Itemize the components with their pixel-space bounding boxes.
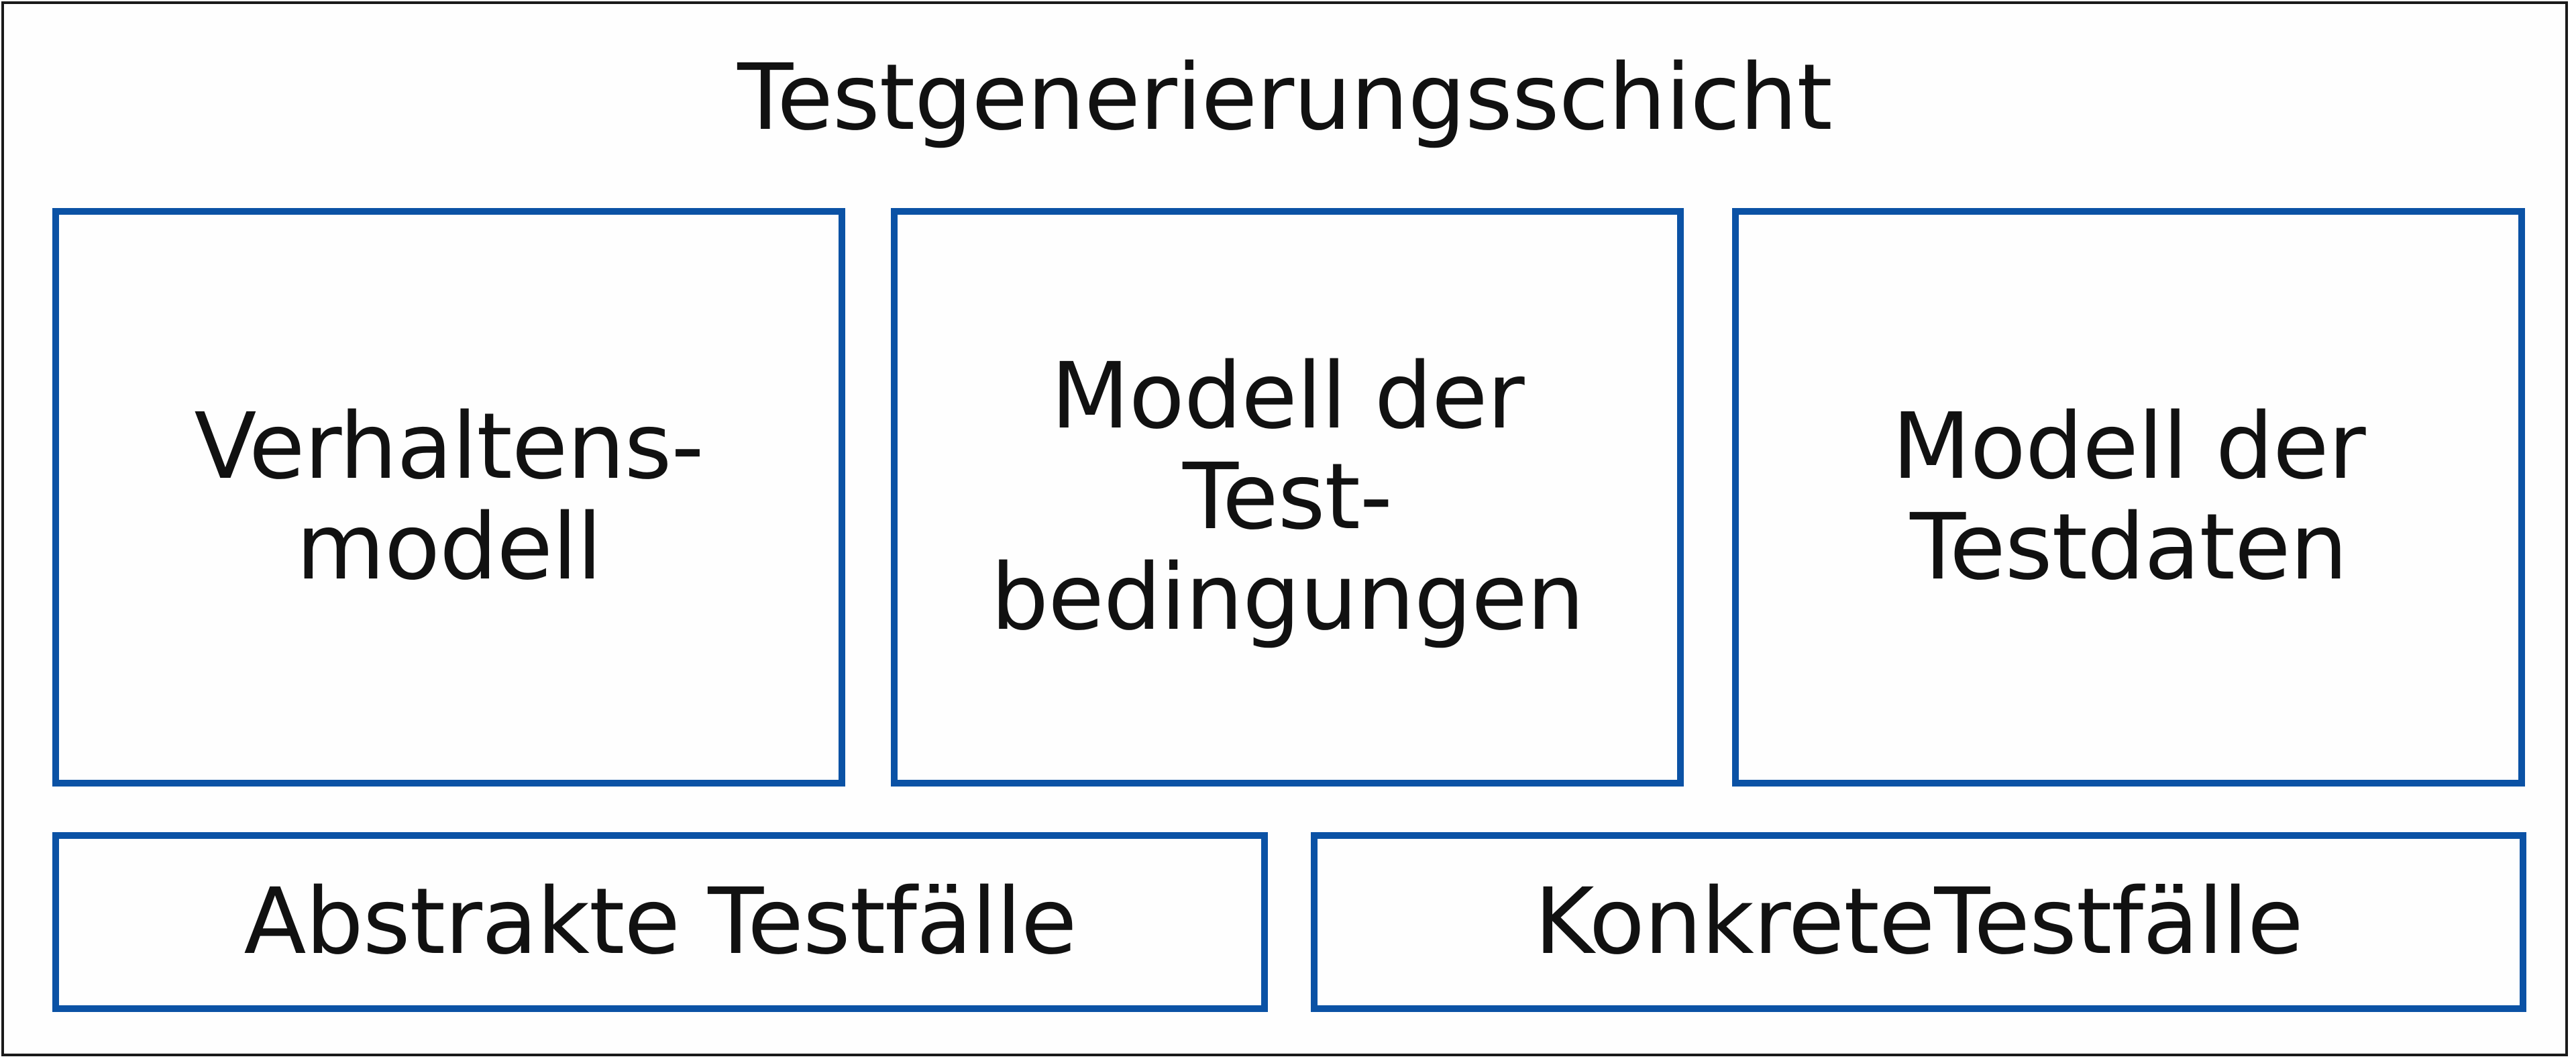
test-conditions-model-label: Modell der Test- bedingungen <box>990 344 1585 651</box>
behavior-model-box: Verhaltens- modell <box>52 208 845 787</box>
test-conditions-model-box: Modell der Test- bedingungen <box>891 208 1684 787</box>
concrete-test-cases-box: KonkreteTestfälle <box>1311 832 2526 1012</box>
test-data-model-box: Modell der Testdaten <box>1732 208 2525 787</box>
test-data-model-label: Modell der Testdaten <box>1892 394 2365 601</box>
concrete-test-cases-label: KonkreteTestfälle <box>1534 869 2303 975</box>
abstract-test-cases-label: Abstrakte Testfälle <box>244 869 1077 975</box>
behavior-model-label: Verhaltens- modell <box>194 394 704 601</box>
layer-title: Testgenerierungsschicht <box>737 45 1832 151</box>
abstract-test-cases-box: Abstrakte Testfälle <box>52 832 1268 1012</box>
